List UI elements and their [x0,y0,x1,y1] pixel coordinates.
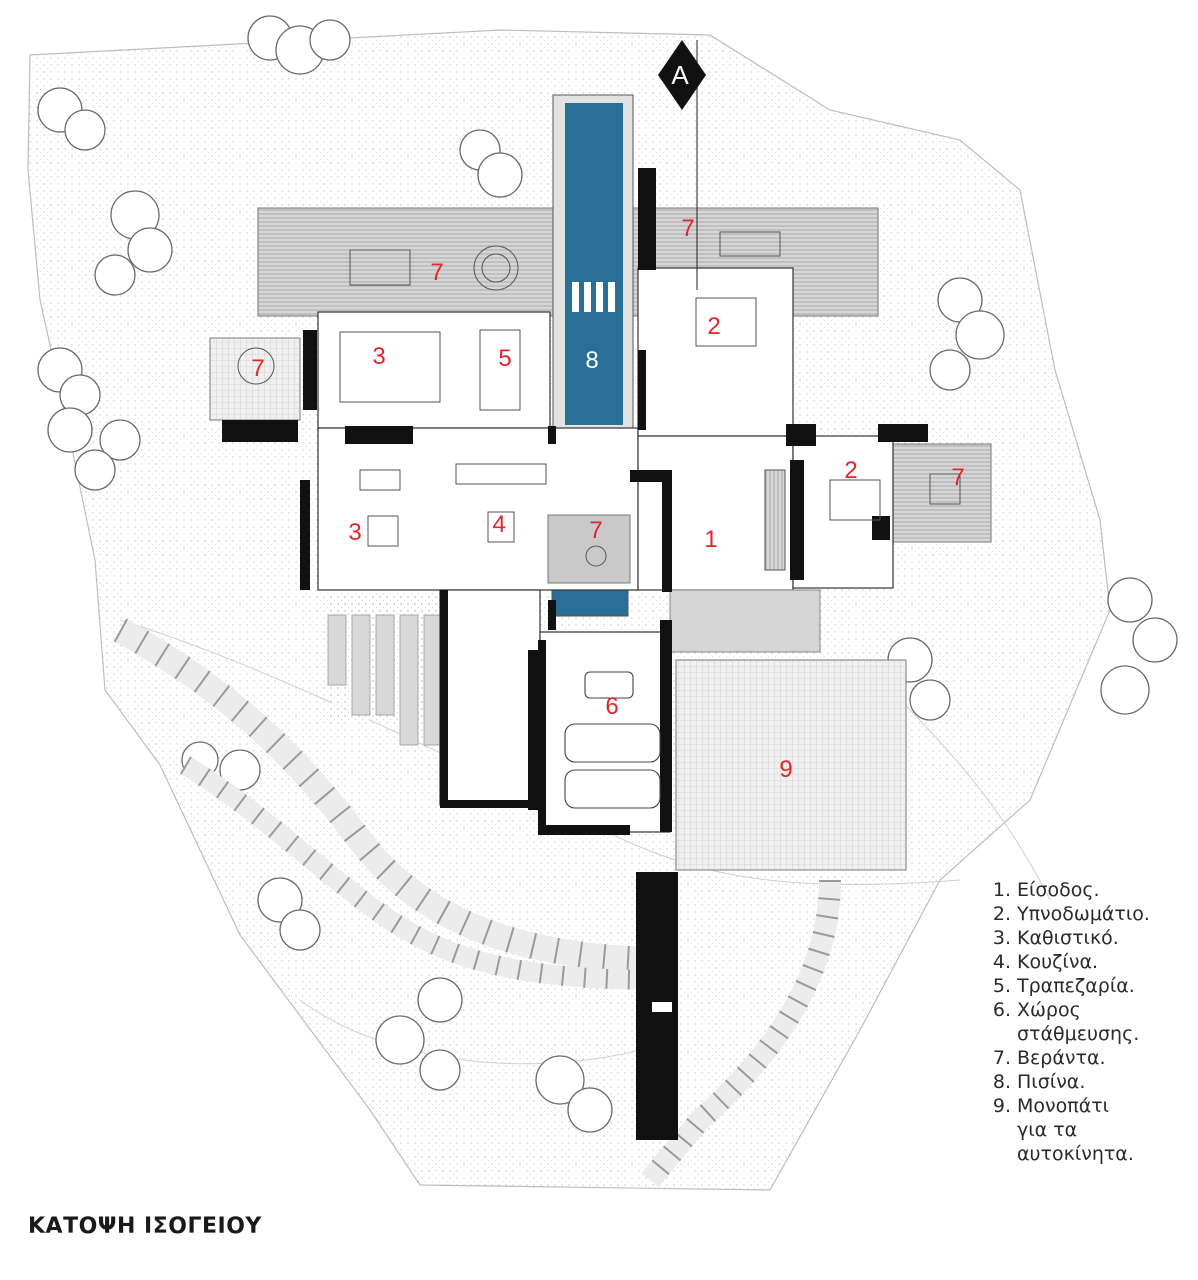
patio-grey [547,514,631,584]
legend-item-text: Βεράντα. [1017,1047,1106,1069]
legend-item-text: Υπνοδωμάτιο. [1017,903,1150,925]
legend-item: 7. Βεράντα. [985,1046,1195,1070]
legend-item-number: 1. [992,879,1011,901]
legend-item: 3. Καθιστικό. [985,926,1195,950]
room-number-bedroom-east: 2 [844,457,857,484]
legend: 1. Είσοδος. 2. Υπνοδωμάτιο. 3. Καθιστικό. 4. Κο… [985,878,1195,1166]
legend-item-text: Μονοπάτι για τα αυτοκίνητα. [1017,1095,1134,1165]
deck-north-west [257,207,559,317]
legend-item-number: 4. [992,951,1011,973]
legend-item-number: 6. [992,999,1011,1021]
legend-item: 1. Είσοδος. [985,878,1195,902]
legend-item: 9. Μονοπάτι για τα αυτοκίνητα. [985,1094,1195,1166]
room-number-pool: 8 [585,347,598,374]
legend-item-number: 7. [992,1047,1011,1069]
room-number-veranda-ne: 7 [681,215,694,242]
pool-steps [572,282,615,312]
furniture [237,231,961,571]
room-number-living-south: 3 [348,519,361,546]
tree [47,407,141,491]
legend-item: 2. Υπνοδωμάτιο. [985,902,1195,926]
tree [37,87,106,151]
room-number-veranda-east: 7 [951,464,964,491]
legend-item-number: 2. [992,903,1011,925]
legend-item-text: Καθιστικό. [1017,927,1119,949]
walls [222,168,928,1140]
room-number-entrance: 1 [704,526,717,553]
legend-item: 5. Τραπεζαρία. [985,974,1195,998]
pool-water [565,103,623,425]
legend-item: 4. Κουζίνα. [985,950,1195,974]
trees [37,15,1178,1133]
tree [247,15,351,75]
room-numbers: 7 7 2 3 5 8 7 2 7 4 7 3 1 6 9 [251,215,964,783]
legend-item: 8. Πισίνα. [985,1070,1195,1094]
tree [257,877,321,951]
legend-item-number: 8. [992,1071,1011,1093]
paver-path [113,618,841,1188]
tree [375,977,463,1091]
legend-item-text: Πισίνα. [1017,1071,1086,1093]
tree [94,190,173,296]
tree [1100,577,1178,715]
room-number-living-north: 3 [372,343,385,370]
room-number-bedroom-north: 2 [707,313,720,340]
room-number-veranda-nw: 7 [430,259,443,286]
entrance-landing [669,589,821,653]
cars [564,671,661,809]
legend-item-text: Χώρος στάθμευσης. [1017,999,1140,1045]
room-number-kitchen: 4 [492,511,505,538]
legend-item: 6. Χώρος στάθμευσης. [985,998,1195,1046]
legend-item-number: 3. [992,927,1011,949]
deck-west [209,337,301,421]
tree [459,129,523,198]
legend-item-number: 9. [992,1095,1011,1117]
legend-item-text: Κουζίνα. [1017,951,1099,973]
room-number-parking: 6 [605,693,618,720]
tree [929,277,1005,391]
room-number-dining: 5 [498,345,511,372]
section-marker: A [658,40,706,290]
room-number-veranda-west: 7 [251,355,264,382]
wall-notch [652,1002,672,1012]
room-number-veranda-patio: 7 [589,517,602,544]
stepping-stones [327,614,443,746]
legend-item-number: 5. [992,975,1011,997]
tree [37,347,101,416]
room-number-car-path: 9 [779,756,792,783]
section-marker-label: A [671,60,689,90]
legend-item-text: Τραπεζαρία. [1017,975,1135,997]
deck-east [892,443,992,543]
car-path-area [675,659,907,871]
legend-item-text: Είσοδος. [1017,879,1100,901]
tree [535,1055,613,1133]
plan-title: ΚΑΤΟΨΗ ΙΣΟΓΕΙΟΥ [28,1214,262,1239]
